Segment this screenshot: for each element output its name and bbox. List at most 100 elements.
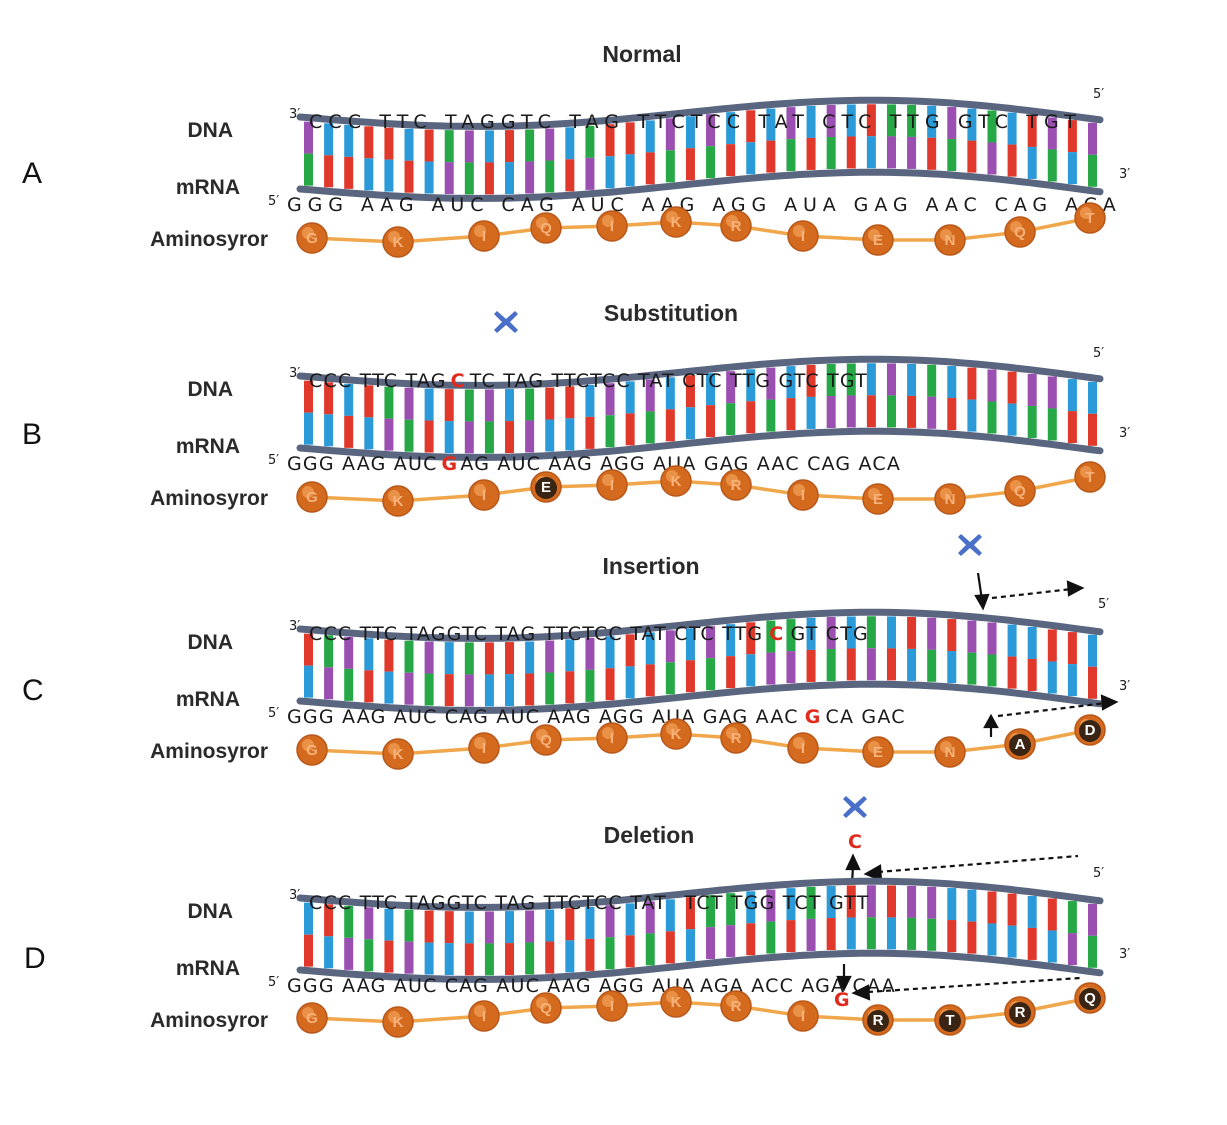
base-pair-bottom xyxy=(1047,408,1057,441)
base-pair-top xyxy=(384,127,394,160)
dna-backbone-bottom xyxy=(296,680,1104,714)
base-pair-bottom xyxy=(364,158,374,191)
base-pair-bottom xyxy=(665,931,675,964)
base-pair-bottom xyxy=(464,421,474,454)
amino-acid-letter: E xyxy=(873,232,883,249)
mrna-row-label: mRNA xyxy=(176,957,240,980)
base-pair-top xyxy=(746,110,756,143)
panel-title-substitution: Substitution xyxy=(604,300,738,326)
base-pair-top xyxy=(766,108,776,141)
base-pair-bottom xyxy=(1027,658,1037,691)
base-pair-bottom xyxy=(545,419,555,452)
base-pair-top xyxy=(404,640,414,673)
panel-label-c: C xyxy=(22,674,44,707)
amino-acid-bead: Q xyxy=(530,992,562,1024)
base-pair-bottom xyxy=(907,136,917,169)
base-pair-top xyxy=(665,899,675,932)
amino-acid-bead: N xyxy=(934,483,966,515)
base-pair-top xyxy=(886,885,896,918)
amino-acid-bead: I xyxy=(787,479,819,511)
base-pair-top xyxy=(344,636,354,669)
dna-row-label: DNA xyxy=(188,119,234,142)
base-pair-top xyxy=(806,105,816,138)
base-pair-top xyxy=(565,639,575,672)
base-pair-bottom xyxy=(826,649,836,682)
amino-acid-letter: K xyxy=(671,994,682,1011)
dna-sequence: CCC TTC TAGGTC TAG TTCTCC TAT CTC TTG GT… xyxy=(309,111,1077,133)
base-pair-bottom xyxy=(987,401,997,434)
amino-acid-letter: A xyxy=(1015,736,1026,753)
base-pair-top xyxy=(846,363,856,396)
base-pair-top xyxy=(545,640,555,673)
base-pair-top xyxy=(907,885,917,918)
base-pair-bottom xyxy=(866,648,876,681)
base-pair-bottom xyxy=(826,137,836,170)
base-pair-top xyxy=(1088,634,1097,667)
base-pair-top xyxy=(1027,626,1037,659)
mrna-5prime-end: 5′ xyxy=(268,194,279,209)
dna-seq-after: TC TAG TTCTCC TAT CTC TTG GTC TGT xyxy=(469,370,868,392)
base-pair-bottom xyxy=(625,935,635,968)
amino-row-label: Aminosyror xyxy=(150,487,268,510)
dna-backbone-bottom xyxy=(296,949,1104,983)
peptide-bond-line xyxy=(311,216,1091,244)
base-pair-top xyxy=(987,110,997,143)
base-pair-bottom xyxy=(565,159,575,192)
base-pair-top xyxy=(484,642,494,675)
base-pair-top xyxy=(464,642,474,675)
base-pair-bottom xyxy=(645,152,655,185)
dna-double-helix xyxy=(296,96,1104,202)
dna-backbone-bottom xyxy=(296,168,1104,202)
base-pair-bottom xyxy=(605,156,615,189)
base-pair-top xyxy=(987,891,997,924)
base-pair-top xyxy=(826,105,836,138)
mrna-substituted-base: G xyxy=(442,453,459,475)
base-pair-top xyxy=(947,107,957,140)
amino-acid-letter: G xyxy=(306,489,318,506)
panel-a: A Normal DNA mRNA Aminosyror 3′ CCC TTC … xyxy=(22,41,1130,258)
dna-3prime-end: 3′ xyxy=(289,619,300,634)
base-pair-bottom xyxy=(484,162,494,195)
base-pair-bottom xyxy=(324,936,334,969)
base-pair-top xyxy=(565,127,575,160)
amino-acid-letter: K xyxy=(393,1014,404,1031)
base-pair-bottom xyxy=(685,929,695,962)
base-pair-bottom xyxy=(464,943,474,976)
base-pair-top xyxy=(625,381,635,414)
amino-acid-bead: E xyxy=(862,736,894,768)
base-pair-top xyxy=(766,889,776,922)
amino-acid-letter: I xyxy=(801,740,805,757)
base-pair-bottom xyxy=(826,918,836,951)
base-pair-bottom xyxy=(1088,413,1097,446)
base-pair-top xyxy=(685,375,695,408)
mrna-seq-before: GGG AAG AUC xyxy=(287,453,438,475)
panel-d: D Deletion C DNA mRNA Aminosyror 3′ CCC … xyxy=(24,796,1130,1038)
base-pair-top xyxy=(685,628,695,661)
amino-acid-bead: T xyxy=(934,1004,966,1036)
base-pair-top xyxy=(484,911,494,944)
base-pair-top xyxy=(886,616,896,649)
base-pair-top xyxy=(927,105,937,138)
base-pair-top xyxy=(1007,371,1017,404)
amino-acid-bead: D xyxy=(1074,714,1106,746)
base-pair-bottom xyxy=(1007,925,1017,958)
base-pair-bottom xyxy=(464,674,474,707)
dna-inserted-base: C xyxy=(769,623,784,645)
dna-seq-before: CCC TTC TAGGTC TAG TTCTCC TAT xyxy=(309,892,667,914)
base-pair-bottom xyxy=(927,918,937,951)
base-pair-top xyxy=(866,616,876,649)
base-pair-top xyxy=(585,384,595,417)
base-pair-bottom xyxy=(886,136,896,169)
base-pair-bottom xyxy=(786,920,796,953)
amino-acid-letter: R xyxy=(731,218,742,235)
mrna-3prime-end: 3′ xyxy=(1119,426,1130,441)
base-pair-bottom xyxy=(505,674,515,707)
base-pair-top xyxy=(525,129,535,162)
panel-b: B Substitution DNA mRNA Aminosyror 3′ CC… xyxy=(22,300,1130,517)
base-pair-bottom xyxy=(404,672,414,705)
amino-acid-bead: T xyxy=(1074,202,1106,234)
amino-acid-bead: R xyxy=(1004,996,1036,1028)
base-pair-bottom xyxy=(746,654,756,687)
amino-acid-letter: I xyxy=(801,228,805,245)
